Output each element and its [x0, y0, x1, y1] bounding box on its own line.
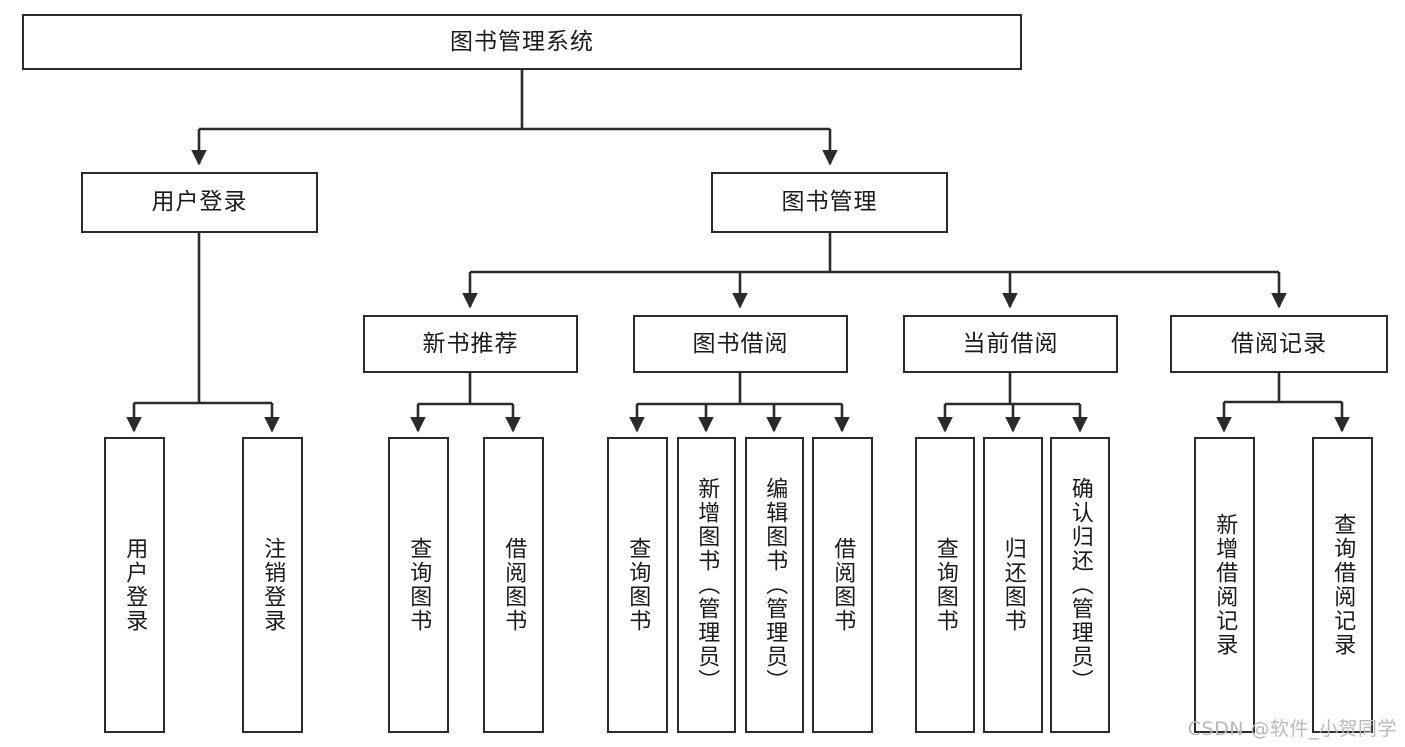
node-borrow-record-label: 借阅记录: [1231, 330, 1327, 357]
node-book-manage-label: 图书管理: [781, 189, 878, 216]
node-leaf-user-login[interactable]: 用户登录: [104, 437, 165, 733]
node-book-borrow-label: 图书借阅: [692, 330, 789, 357]
node-book-manage[interactable]: 图书管理: [711, 172, 948, 233]
node-leaf-add-record-label: 新增借阅记录: [1212, 513, 1238, 657]
node-root-label: 图书管理系统: [450, 28, 594, 55]
node-user-login-label: 用户登录: [151, 189, 248, 216]
node-user-login[interactable]: 用户登录: [81, 172, 318, 233]
node-leaf-add-book-label: 新增图书（管理员）: [694, 477, 720, 693]
node-leaf-confirm-return[interactable]: 确认归还（管理员）: [1050, 437, 1110, 733]
node-leaf-query-book-2-label: 查询图书: [625, 537, 651, 633]
node-leaf-query-book-3[interactable]: 查询图书: [915, 437, 975, 733]
node-leaf-borrow-book-2-label: 借阅图书: [830, 537, 856, 633]
watermark: CSDN @软件_小贺同学: [1187, 718, 1397, 740]
node-leaf-logout-login[interactable]: 注销登录: [242, 437, 303, 733]
node-leaf-borrow-book-1-label: 借阅图书: [501, 537, 527, 633]
node-new-book-recommend[interactable]: 新书推荐: [363, 315, 578, 373]
node-current-borrow[interactable]: 当前借阅: [903, 315, 1118, 373]
node-leaf-query-book-3-label: 查询图书: [932, 537, 958, 633]
node-book-borrow[interactable]: 图书借阅: [633, 315, 848, 373]
node-leaf-return-book[interactable]: 归还图书: [983, 437, 1043, 733]
node-leaf-query-book-1[interactable]: 查询图书: [388, 437, 449, 733]
node-leaf-return-book-label: 归还图书: [1000, 537, 1026, 633]
node-new-book-recommend-label: 新书推荐: [422, 330, 519, 357]
node-leaf-logout-login-label: 注销登录: [260, 537, 286, 633]
node-leaf-query-book-2[interactable]: 查询图书: [607, 437, 668, 733]
node-leaf-query-record[interactable]: 查询借阅记录: [1312, 437, 1373, 733]
node-leaf-borrow-book-1[interactable]: 借阅图书: [483, 437, 544, 733]
node-leaf-confirm-return-label: 确认归还（管理员）: [1067, 477, 1093, 693]
node-leaf-user-login-label: 用户登录: [122, 537, 148, 633]
node-leaf-edit-book[interactable]: 编辑图书（管理员）: [745, 437, 804, 733]
node-leaf-edit-book-label: 编辑图书（管理员）: [762, 477, 788, 693]
node-borrow-record[interactable]: 借阅记录: [1170, 315, 1388, 373]
node-leaf-query-record-label: 查询借阅记录: [1330, 513, 1356, 657]
node-current-borrow-label: 当前借阅: [962, 330, 1059, 357]
node-leaf-borrow-book-2[interactable]: 借阅图书: [812, 437, 873, 733]
node-leaf-add-book[interactable]: 新增图书（管理员）: [677, 437, 736, 733]
node-leaf-query-book-1-label: 查询图书: [406, 537, 432, 633]
node-leaf-add-record[interactable]: 新增借阅记录: [1194, 437, 1255, 733]
node-root[interactable]: 图书管理系统: [22, 14, 1022, 70]
